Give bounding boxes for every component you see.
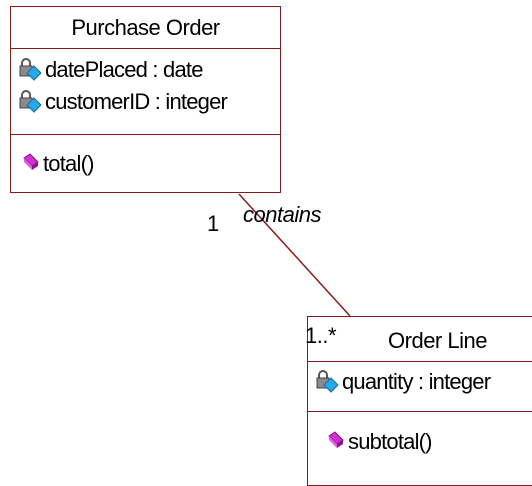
private-attribute-icon — [17, 90, 45, 114]
uml-class-diagram: Purchase Order datePlaced : date cus — [10, 6, 532, 486]
attribute-date-placed[interactable]: datePlaced : date — [17, 57, 203, 83]
attribute-quantity[interactable]: quantity : integer — [314, 369, 491, 395]
private-attribute-icon — [314, 370, 342, 394]
source-multiplicity-label: 1 — [207, 211, 219, 236]
attribute-customer-id[interactable]: customerID : integer — [17, 89, 228, 115]
association-name-label: contains — [243, 202, 321, 227]
attribute-text: quantity : integer — [342, 369, 491, 394]
class-name-order-line: Order Line — [308, 317, 532, 362]
private-attribute-icon — [17, 58, 45, 82]
class-purchase-order[interactable]: Purchase Order datePlaced : date cus — [10, 6, 281, 193]
operation-subtotal[interactable]: subtotal() — [326, 429, 433, 455]
class-order-line[interactable]: Order Line quantity : integer subtot — [307, 316, 532, 486]
association-line[interactable] — [238, 193, 351, 317]
operation-text: total() — [43, 151, 94, 176]
operation-text: subtotal() — [348, 429, 433, 454]
attribute-text: datePlaced : date — [45, 57, 203, 82]
target-multiplicity-label: 1..* — [305, 323, 337, 348]
attribute-compartment — [11, 49, 280, 135]
operation-total[interactable]: total() — [21, 151, 94, 177]
attribute-text: customerID : integer — [45, 89, 228, 114]
association-line-layer — [238, 193, 351, 317]
public-operation-icon — [326, 430, 348, 454]
public-operation-icon — [21, 152, 43, 176]
class-name-purchase-order: Purchase Order — [11, 7, 280, 49]
attribute-compartment — [308, 362, 532, 412]
